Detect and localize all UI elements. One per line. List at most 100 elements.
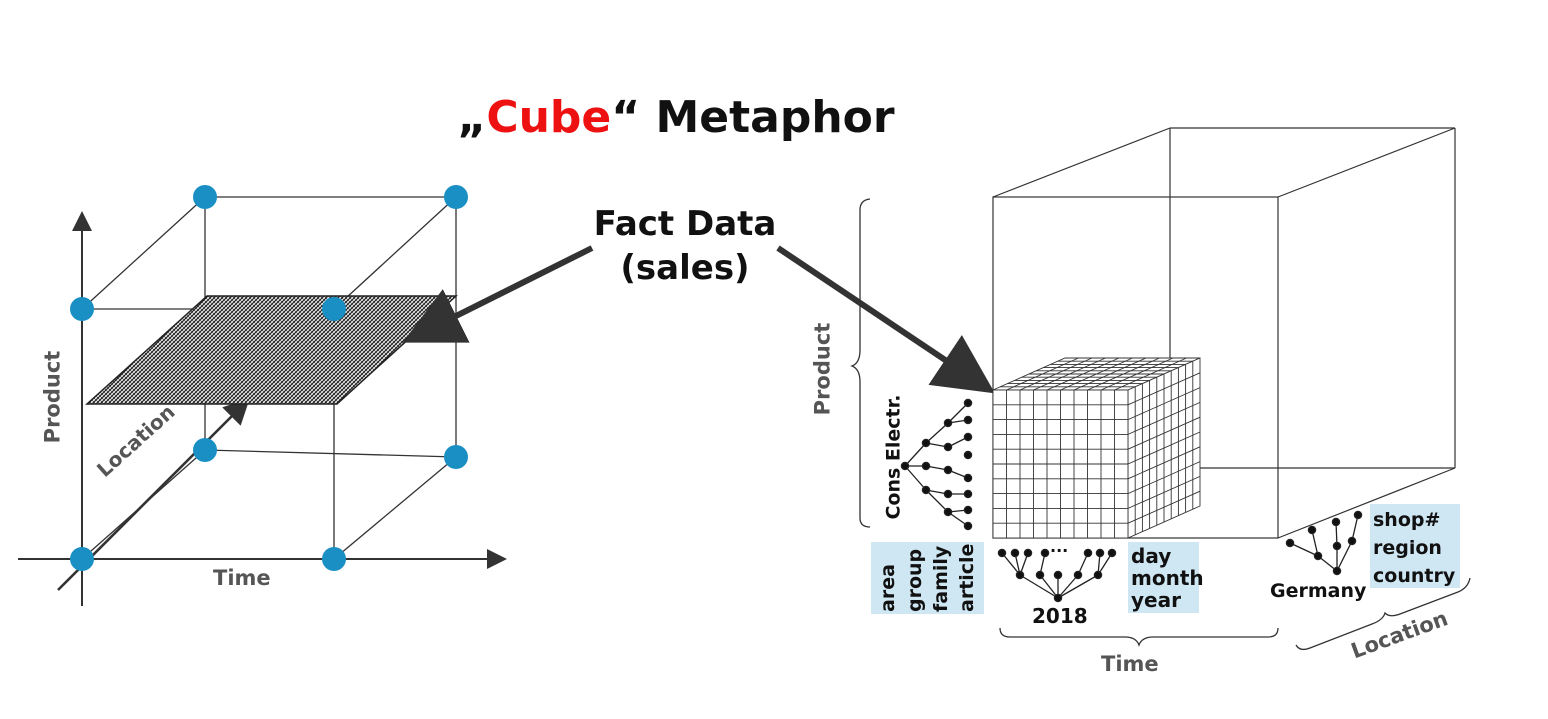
tree-node	[1093, 570, 1103, 580]
product-levels-box	[871, 542, 984, 614]
time-levels: day month year	[1131, 544, 1204, 612]
tree-edge	[1097, 552, 1113, 576]
fact-arrow-right	[776, 245, 995, 394]
location-tree-root-label: Germany	[1270, 580, 1367, 602]
tree-node	[963, 432, 973, 442]
tree-node	[1332, 566, 1342, 576]
grid-line	[1114, 357, 1187, 391]
right-cube	[992, 127, 1456, 539]
grid-line	[1127, 475, 1201, 509]
tree-node	[943, 442, 953, 452]
tree-edge	[925, 489, 949, 513]
tree-edge	[1336, 540, 1353, 572]
tree-node	[1083, 548, 1093, 558]
title-cube-word: Cube	[486, 92, 612, 143]
tree-node	[963, 489, 973, 499]
fact-arrow-left	[402, 245, 594, 343]
tree-node	[921, 438, 931, 448]
time-levels-box	[1128, 542, 1199, 613]
time-brace	[999, 627, 1279, 647]
fact-subcube	[992, 357, 1201, 539]
tree-node	[963, 450, 973, 460]
tree-node	[963, 473, 973, 483]
tree-node	[1347, 536, 1357, 546]
right-product-label: Product	[810, 322, 835, 416]
grid-line	[1127, 490, 1201, 524]
grid-line	[1087, 357, 1160, 391]
tree-node	[1285, 538, 1295, 548]
tree-node	[1353, 510, 1363, 520]
tree-edge	[947, 402, 969, 424]
time-hierarchy-tree	[997, 548, 1117, 603]
tree-node	[1073, 570, 1083, 580]
product-level-article: article	[956, 543, 978, 612]
left-cube-nodes	[70, 185, 468, 571]
tree-edge	[904, 442, 927, 467]
tree-node	[900, 461, 910, 471]
tree-node	[921, 461, 931, 471]
tree-edge	[1001, 552, 1021, 576]
tree-node	[963, 398, 973, 408]
product-level-family: family	[930, 545, 952, 612]
tree-node	[963, 521, 973, 531]
tree-edge	[1039, 574, 1059, 599]
tree-node	[997, 548, 1007, 558]
tree-node	[943, 489, 953, 499]
tree-node	[1332, 541, 1342, 551]
location-brace	[1295, 577, 1471, 651]
cube-vertex-node	[70, 547, 94, 571]
tree-node	[963, 415, 973, 425]
tree-node	[921, 485, 931, 495]
left-product-axis-label: Product	[40, 350, 65, 444]
tree-node	[1307, 525, 1317, 535]
tree-node	[1010, 548, 1020, 558]
tree-edge	[1057, 574, 1079, 599]
product-brace	[850, 198, 871, 528]
grid-line	[1127, 461, 1201, 495]
tree-edge	[1311, 529, 1319, 557]
cube-vertex-node	[193, 185, 217, 209]
tree-edge	[904, 465, 927, 491]
cube-vertex-node	[444, 445, 468, 469]
left-cube	[18, 196, 507, 606]
tree-node	[1015, 570, 1025, 580]
location-levels: shop# region country	[1373, 509, 1456, 587]
tree-node	[1095, 548, 1105, 558]
cube-vertex-node	[322, 297, 346, 321]
right-time-label: Time	[1101, 652, 1159, 676]
tree-node	[1107, 548, 1117, 558]
location-levels-box	[1370, 504, 1460, 588]
grid-line	[1127, 431, 1201, 465]
tree-node	[943, 507, 953, 517]
product-hierarchy-tree	[900, 398, 973, 531]
tree-node	[1023, 548, 1033, 558]
tree-edge	[1057, 574, 1099, 599]
grid-line	[1127, 446, 1201, 480]
grid-line	[1100, 357, 1174, 391]
fact-data-label: Fact Data (sales)	[593, 204, 777, 288]
time-tree-ellipsis: ...	[1050, 537, 1069, 556]
tree-node	[1331, 517, 1341, 527]
tree-edge	[925, 422, 949, 444]
left-time-axis-label: Time	[213, 566, 271, 590]
tree-edge	[1019, 574, 1059, 599]
tree-node	[1040, 548, 1050, 558]
cube-vertex-node	[444, 185, 468, 209]
cube-vertex-node	[193, 438, 217, 462]
grid-line	[1073, 357, 1147, 391]
tree-node	[1053, 593, 1063, 603]
tree-node	[1053, 570, 1063, 580]
tree-edge	[1289, 542, 1319, 557]
cube-vertex-node	[70, 297, 94, 321]
product-level-group: group	[904, 548, 926, 612]
product-level-area: area	[877, 564, 899, 612]
time-tree-root-label: 2018	[1032, 604, 1088, 628]
tree-node	[963, 505, 973, 515]
product-tree-root-label: Cons Electr.	[882, 394, 905, 520]
tree-node	[943, 465, 953, 475]
tree-node	[1035, 570, 1045, 580]
fact-slice	[85, 295, 458, 405]
location-hierarchy-tree	[1285, 510, 1363, 576]
cube-vertex-node	[322, 547, 346, 571]
